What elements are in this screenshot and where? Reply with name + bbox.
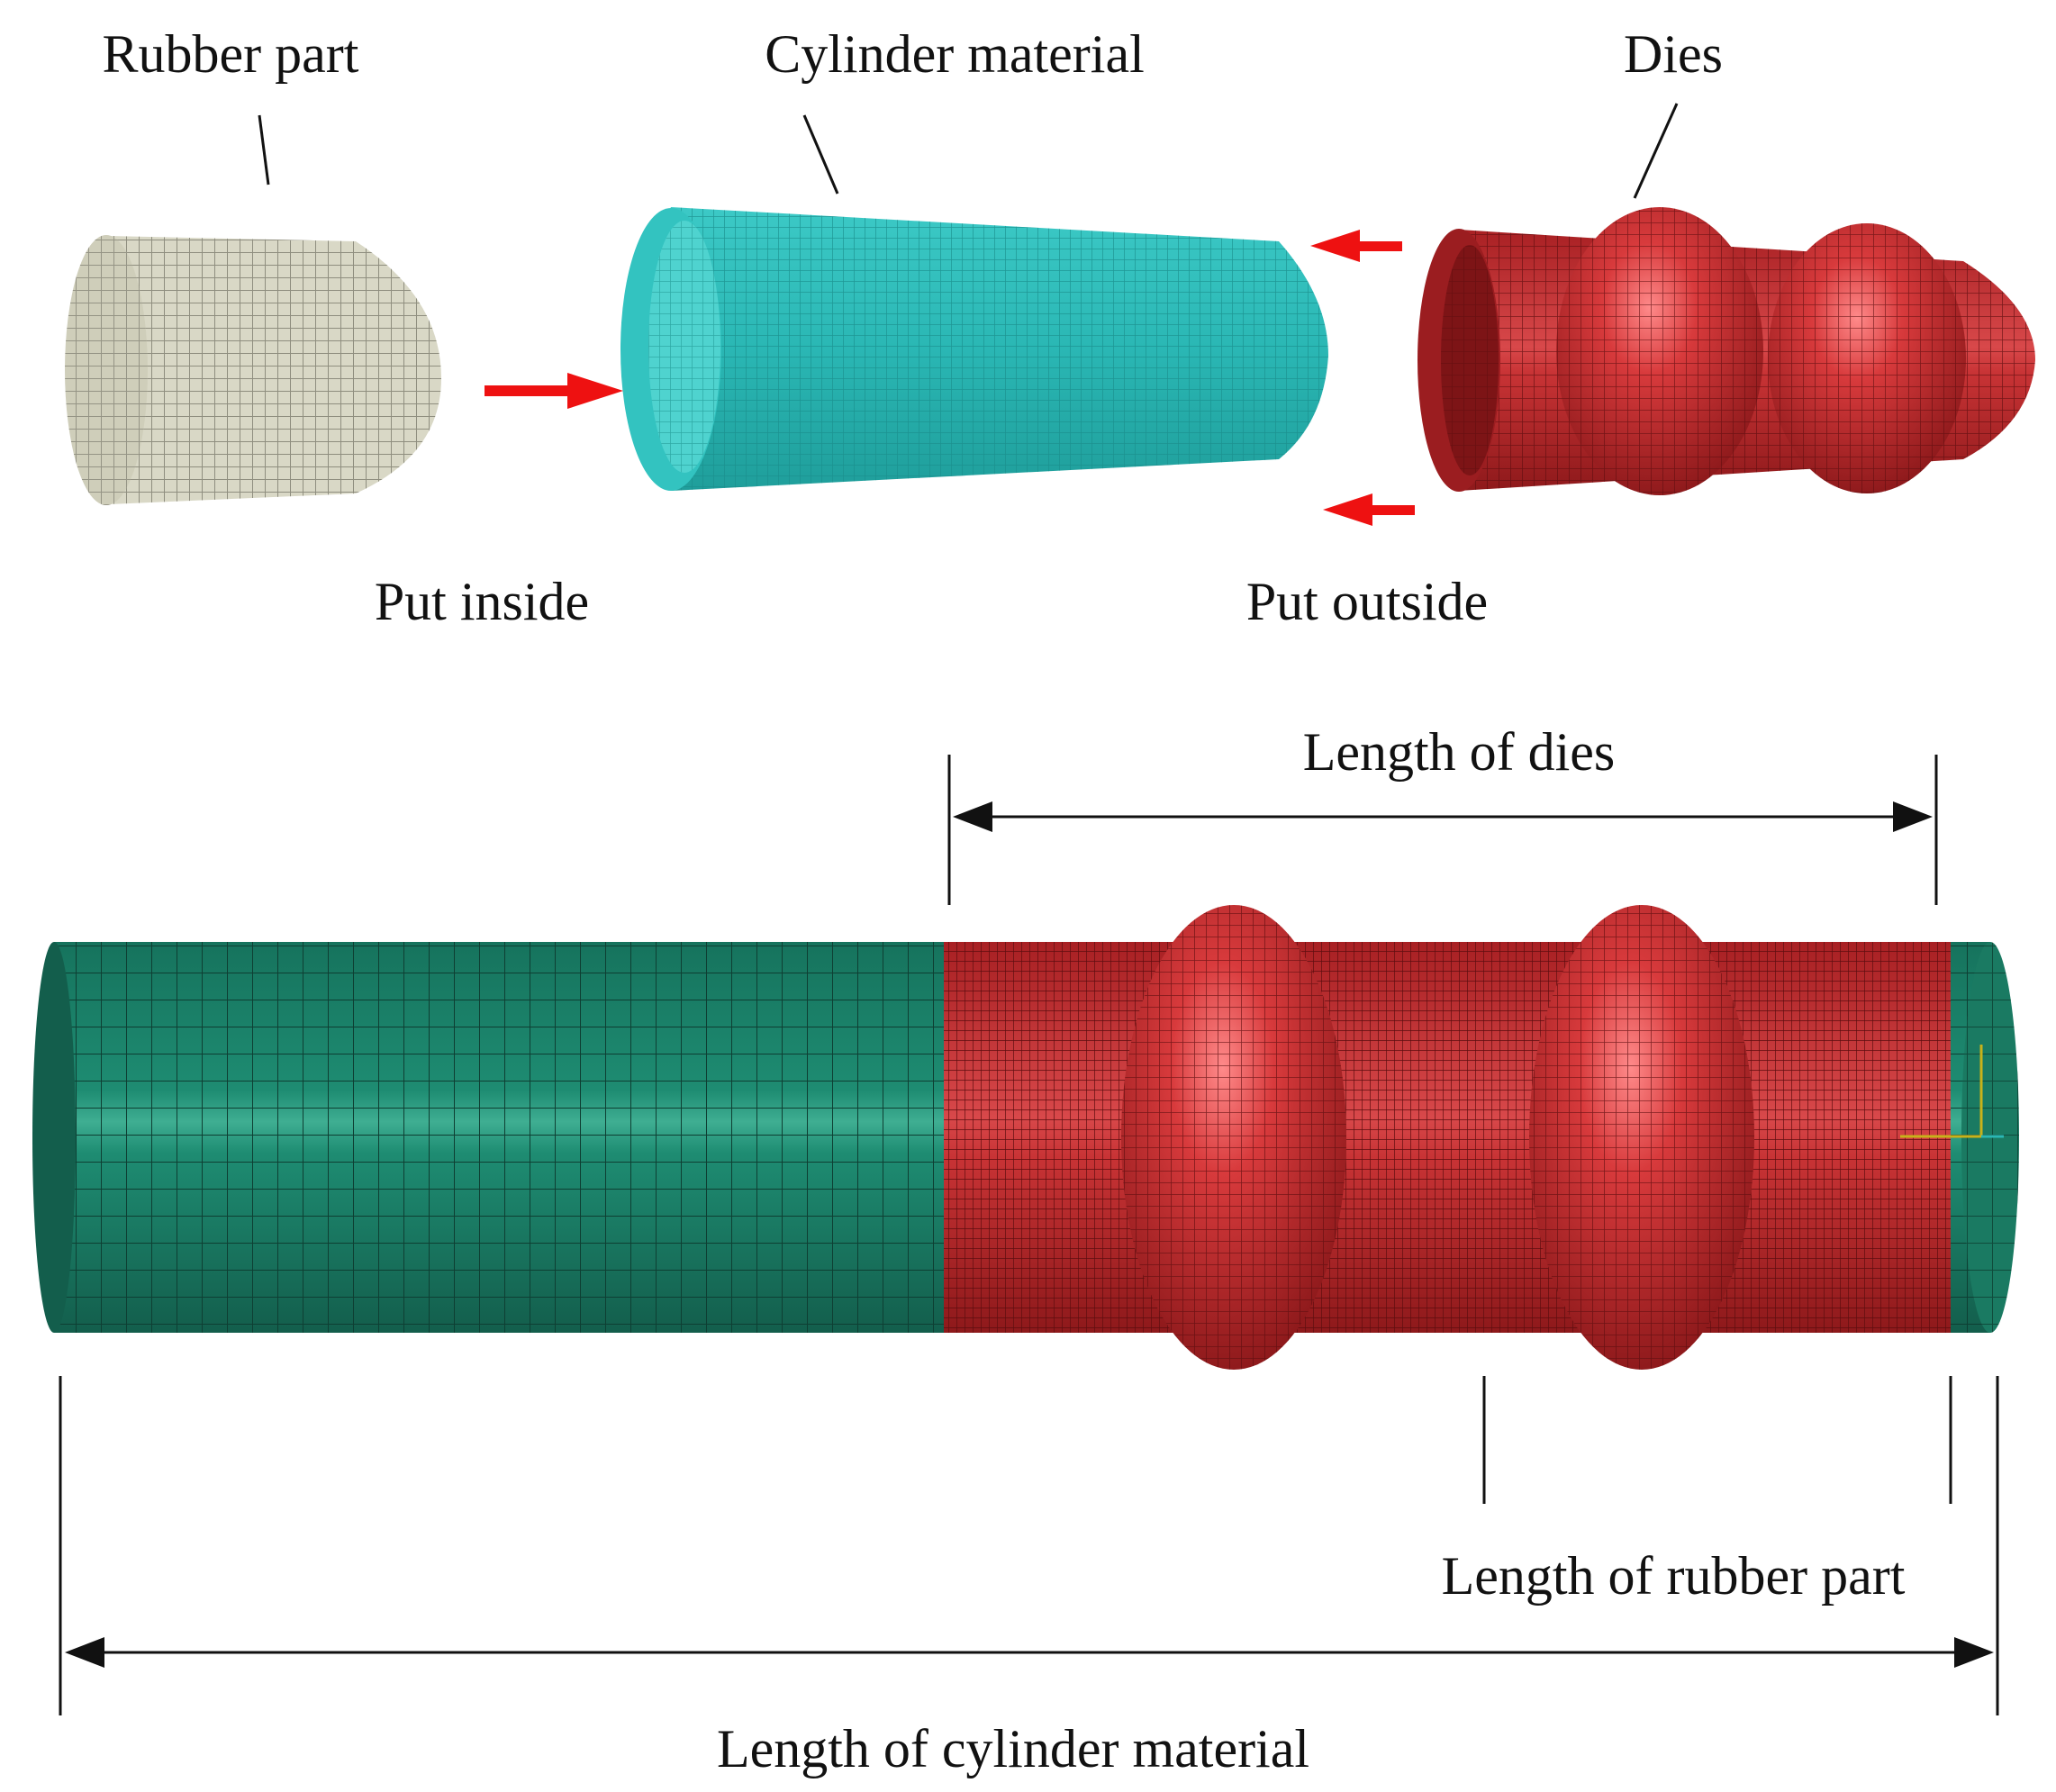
rubber-part-model bbox=[65, 235, 441, 505]
dies-leader bbox=[1633, 103, 1679, 199]
put-inside-label: Put inside bbox=[375, 572, 589, 631]
length-of-rubber-part-dimension bbox=[1482, 1376, 1952, 1504]
cylinder-material-label: Cylinder material bbox=[765, 24, 1145, 84]
length-of-dies-dimension bbox=[947, 755, 1938, 905]
rubber-part-label: Rubber part bbox=[103, 24, 359, 84]
put-inside-arrow bbox=[485, 373, 623, 409]
put-outside-label: Put outside bbox=[1246, 572, 1488, 631]
dies-model bbox=[1417, 207, 2035, 495]
cylinder-material-model bbox=[620, 207, 1328, 491]
length-of-cylinder-material-dimension bbox=[59, 1376, 1999, 1715]
put-outside-arrow-upper bbox=[1310, 230, 1402, 262]
assembled-dies bbox=[944, 905, 1951, 1370]
rubber-part-leader bbox=[258, 114, 270, 186]
cylinder-material-leader bbox=[802, 114, 839, 195]
length-of-dies-label: Length of dies bbox=[1303, 722, 1616, 782]
put-outside-arrow-lower bbox=[1323, 493, 1415, 526]
dies-label: Dies bbox=[1624, 24, 1723, 84]
axis-triad-icon bbox=[1900, 1045, 2004, 1138]
length-of-rubber-part-label: Length of rubber part bbox=[1442, 1546, 1906, 1606]
length-of-cylinder-material-label: Length of cylinder material bbox=[717, 1719, 1309, 1778]
